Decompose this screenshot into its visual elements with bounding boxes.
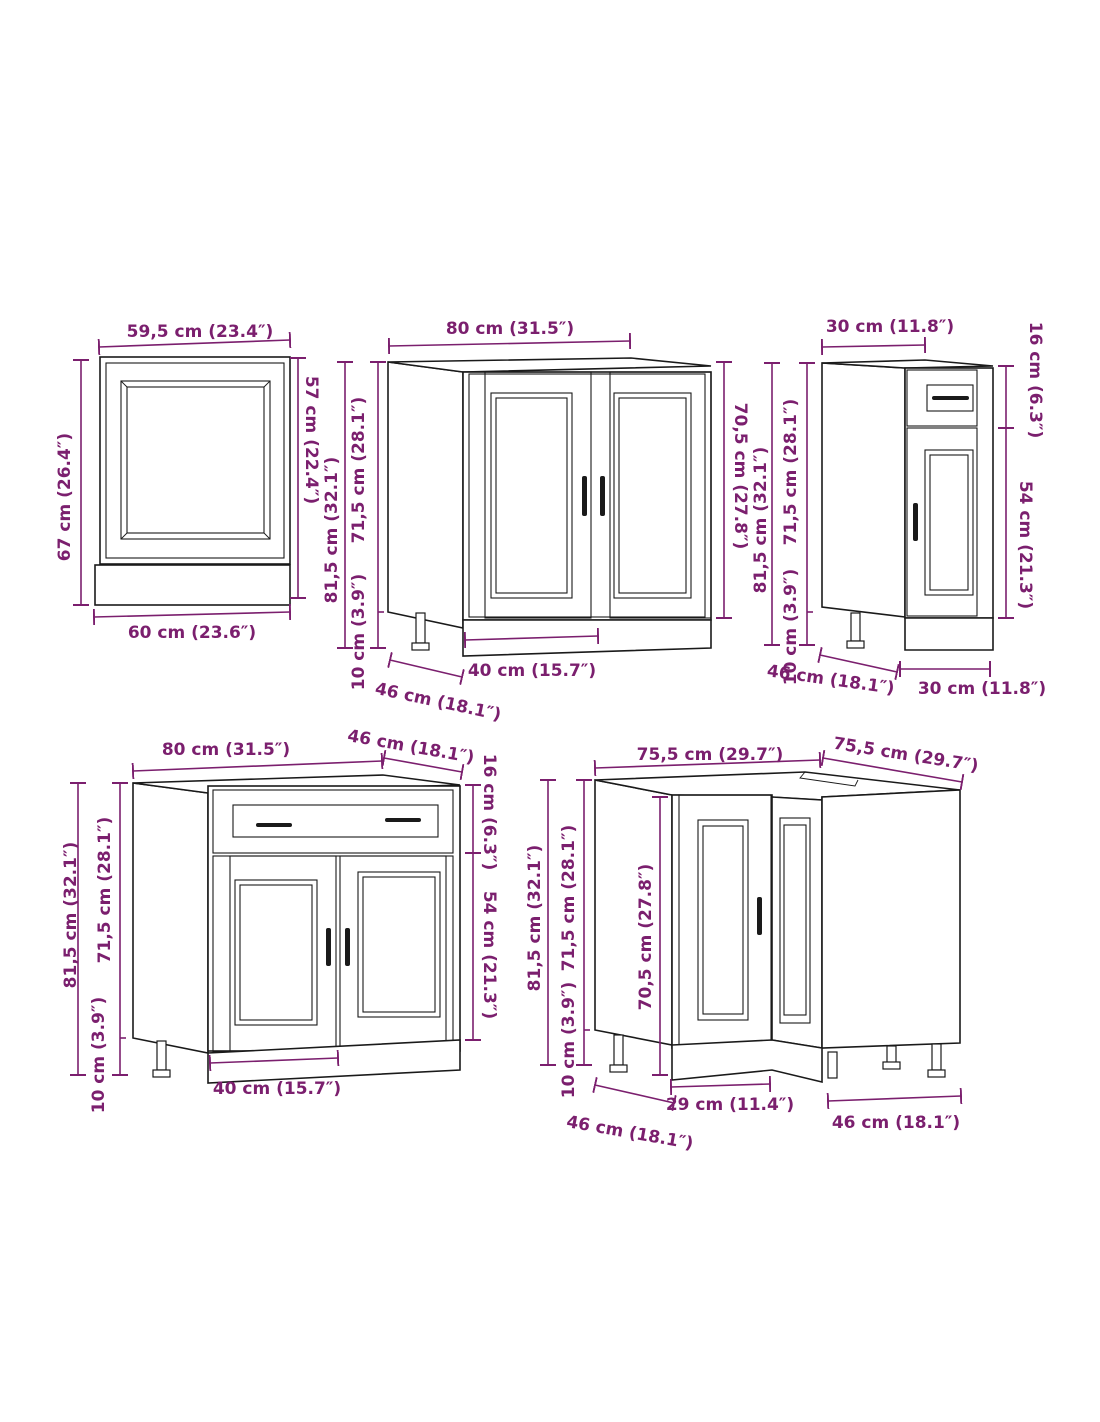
oven-top-width-label: 59,5 cm (23.4″) — [127, 322, 274, 342]
corner-width-right-label: 75,5 cm (29.7″) — [832, 734, 980, 777]
corner-total-height-label: 81,5 cm (32.1″) — [525, 845, 545, 992]
sink-body-height-label: 71,5 cm (28.1″) — [349, 397, 369, 544]
corner-door-height-label: 70,5 cm (27.8″) — [636, 864, 656, 1011]
drawer-body-height-label: 71,5 cm (28.1″) — [95, 817, 115, 964]
corner-door-width-label: 29 cm (11.4″) — [666, 1095, 794, 1115]
narrow-door-height-label: 54 cm (21.3″) — [1015, 481, 1035, 609]
narrow-width-label: 30 cm (11.8″) — [826, 317, 954, 337]
drawer-total-height-label: 81,5 cm (32.1″) — [61, 842, 81, 989]
sink-depth-label: 46 cm (18.1″) — [373, 679, 503, 725]
drawer-leg-height-label: 10 cm (3.9″) — [89, 997, 109, 1114]
corner-leg-height-label: 10 cm (3.9″) — [559, 982, 579, 1099]
drawer-width-label: 80 cm (31.5″) — [162, 740, 290, 760]
narrow-front-width-label: 30 cm (11.8″) — [918, 679, 1046, 699]
sink-base-dimensions: 80 cm (31.5″) 81,5 cm (32.1″) 71,5 cm (2… — [322, 319, 750, 725]
sink-width-label: 80 cm (31.5″) — [446, 319, 574, 339]
corner-body-height-label: 71,5 cm (28.1″) — [559, 825, 579, 972]
drawer-base-cabinet — [132, 774, 461, 1084]
sink-leg-height-label: 10 cm (3.9″) — [349, 574, 369, 691]
corner-width-left-label: 75,5 cm (29.7″) — [637, 745, 784, 765]
narrow-total-height-label: 81,5 cm (32.1″) — [751, 447, 771, 594]
oven-panel-height-label: 57 cm (22.4″) — [301, 376, 321, 504]
oven-panel-dimensions: 59,5 cm (23.4″) 60 cm (23.6″) 67 cm (26.… — [55, 322, 321, 643]
sink-door-height-label: 70,5 cm (27.8″) — [730, 403, 750, 550]
narrow-base-dimensions: 30 cm (11.8″) 16 cm (6.3″) 54 cm (21.3″)… — [751, 317, 1046, 699]
corner-base-cabinet — [594, 771, 961, 1084]
narrow-drawer-height-label: 16 cm (6.3″) — [1025, 322, 1045, 439]
sink-total-height-label: 81,5 cm (32.1″) — [322, 457, 342, 604]
drawer-drawer-height-label: 16 cm (6.3″) — [479, 754, 499, 871]
drawer-door-width-label: 40 cm (15.7″) — [213, 1079, 341, 1099]
narrow-base-cabinet — [821, 359, 994, 651]
oven-total-height-label: 67 cm (26.4″) — [55, 433, 75, 561]
narrow-leg-height-label: 10 cm (3.9″) — [781, 569, 801, 686]
narrow-body-height-label: 71,5 cm (28.1″) — [781, 399, 801, 546]
sink-door-width-label: 40 cm (15.7″) — [468, 661, 596, 681]
oven-bottom-width-label: 60 cm (23.6″) — [128, 623, 256, 643]
corner-depth-left-label: 46 cm (18.1″) — [565, 1112, 695, 1154]
drawer-door-height-label: 54 cm (21.3″) — [479, 891, 499, 1019]
oven-panel-cabinet — [94, 356, 291, 606]
corner-depth-right-label: 46 cm (18.1″) — [832, 1113, 960, 1133]
sink-base-cabinet — [387, 357, 712, 657]
